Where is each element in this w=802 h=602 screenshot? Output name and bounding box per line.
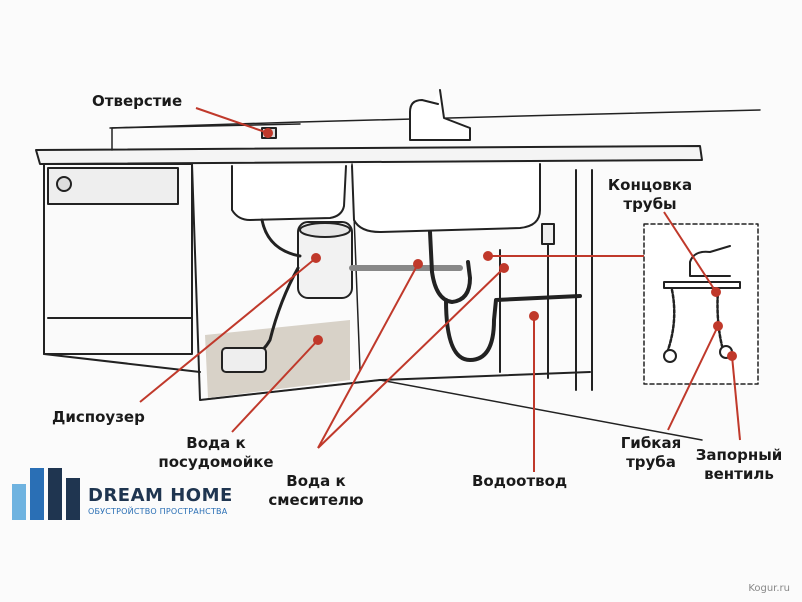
label-opening: Отверстие — [92, 92, 183, 110]
watermark: Kogur.ru — [748, 583, 790, 594]
inset-box — [643, 223, 759, 385]
dishwasher-knob — [56, 176, 72, 192]
inset-valve-left — [663, 349, 677, 363]
countertop — [35, 145, 703, 165]
leader-water-mixer-2 — [317, 267, 505, 449]
inset-faucet — [663, 245, 741, 289]
label-shutoff-valve: Запорный вентиль — [695, 446, 783, 483]
dishwasher-valve — [221, 347, 267, 373]
label-water-dishwasher: Вода к посудомойке — [158, 434, 274, 471]
logo-brand: DREAM HOME — [88, 485, 233, 506]
leader-pipe-end — [663, 211, 717, 293]
p-trap — [444, 294, 582, 362]
sink-left-bowl — [231, 165, 347, 221]
label-disposer: Диспоузер — [52, 408, 145, 426]
label-water-mixer: Вода к смесителю — [268, 472, 364, 509]
leader-opening — [195, 107, 269, 134]
leader-shutoff-valve — [731, 355, 741, 441]
faucet — [409, 89, 471, 141]
label-drain: Водоотвод — [472, 472, 568, 490]
dishwasher-control-panel — [47, 167, 179, 205]
leader-water-mixer-1 — [317, 263, 419, 449]
label-flex-pipe: Гибкая труба — [620, 434, 682, 471]
leader-disposer — [139, 257, 317, 403]
leader-water-dishwasher — [231, 339, 319, 433]
logo-tagline: ОБУСТРОЙСТВО ПРОСТРАНСТВА — [88, 507, 228, 516]
sink-right-bowl — [351, 163, 541, 233]
leader-flex-pipe — [667, 325, 719, 431]
dream-home-logo-mark — [12, 468, 80, 520]
label-pipe-end: Концовка трубы — [607, 176, 693, 213]
